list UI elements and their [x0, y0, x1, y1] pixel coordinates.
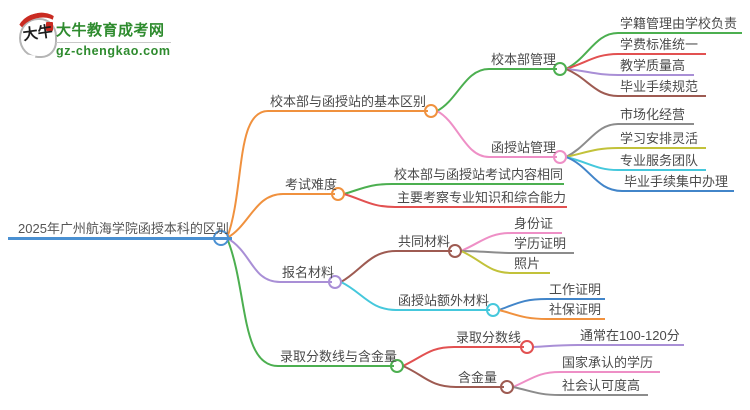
- node-application-materials: 报名材料: [280, 264, 334, 283]
- leaf-tuition-standard: 学费标准统一: [618, 36, 706, 55]
- node-campus-management: 校本部管理: [489, 51, 557, 70]
- logo-text: 大牛教育成考网 gz-chengkao.com: [56, 19, 171, 58]
- node-root: 2025年广州航海学院函授本科的区别: [8, 220, 232, 240]
- connector-line: [460, 250, 513, 274]
- connector-line: [226, 237, 281, 283]
- logo-bubble-tail: [23, 54, 36, 65]
- connector-line: [226, 193, 284, 239]
- node-gold-content: 含金量: [456, 369, 504, 388]
- node-exam-difficulty: 考试难度: [283, 176, 337, 195]
- leaf-photo: 照片: [512, 255, 550, 274]
- logo-red-seal-icon: [46, 22, 53, 31]
- leaf-social-security: 社保证明: [547, 301, 605, 320]
- connector-line: [512, 371, 561, 388]
- connector-line: [532, 344, 579, 348]
- connector-line: [565, 156, 619, 171]
- leaf-education-certificate: 学历证明: [512, 235, 574, 254]
- connector-line: [565, 32, 619, 70]
- leaf-state-recognized: 国家承认的学历: [560, 354, 660, 373]
- connector-line: [340, 281, 397, 311]
- connector-line: [498, 298, 548, 311]
- node-basic-difference: 校本部与函授站的基本区别: [268, 93, 428, 112]
- connector-line: [460, 232, 513, 252]
- connector-line: [565, 68, 619, 97]
- connector-line: [402, 365, 457, 388]
- connector-line: [343, 183, 393, 195]
- connector-line: [226, 237, 279, 367]
- connector-line: [498, 309, 548, 320]
- connector-line: [565, 156, 623, 192]
- connector-line: [565, 68, 619, 76]
- connector-line: [436, 110, 490, 158]
- leaf-work-certificate: 工作证明: [547, 281, 605, 300]
- node-common-materials: 共同材料: [396, 233, 452, 252]
- leaf-flexible-schedule: 学习安排灵活: [618, 130, 706, 149]
- connector-line: [340, 250, 397, 283]
- leaf-teaching-quality: 教学质量高: [618, 57, 694, 76]
- node-score-and-value: 录取分数线与含金量: [278, 348, 397, 367]
- node-station-extra-materials: 函授站额外材料: [396, 292, 490, 311]
- node-station-management: 函授站管理: [489, 139, 557, 158]
- leaf-centralized-graduation: 毕业手续集中办理: [622, 173, 734, 192]
- leaf-enrollment-by-school: 学籍管理由学校负责: [618, 15, 742, 34]
- leaf-market-operation: 市场化经营: [618, 106, 694, 125]
- site-domain: gz-chengkao.com: [56, 44, 171, 58]
- connector-line: [565, 123, 619, 158]
- node-admission-score-line: 录取分数线: [454, 329, 524, 348]
- connector-line: [565, 147, 619, 158]
- logo-bubble-icon: 大牛: [13, 8, 65, 65]
- connector-line: [512, 386, 561, 396]
- connector-line: [226, 110, 269, 239]
- connector-line: [343, 193, 396, 208]
- connector-line: [460, 250, 513, 254]
- leaf-social-recognition: 社会认可度高: [560, 377, 648, 396]
- site-title: 大牛教育成考网: [56, 19, 171, 43]
- leaf-exam-content-same: 校本部与函授站考试内容相同: [392, 166, 564, 185]
- leaf-graduation-procedure: 毕业手续规范: [618, 78, 706, 97]
- connector-line: [402, 346, 455, 367]
- connector-line: [565, 53, 619, 70]
- leaf-score-range: 通常在100-120分: [578, 327, 684, 346]
- leaf-id-card: 身份证: [512, 215, 562, 234]
- leaf-professional-team: 专业服务团队: [618, 152, 706, 171]
- connector-line: [436, 68, 490, 112]
- site-logo: 大牛 大牛教育成考网 gz-chengkao.com: [0, 0, 220, 70]
- leaf-exam-focus: 主要考察专业知识和综合能力: [395, 189, 567, 208]
